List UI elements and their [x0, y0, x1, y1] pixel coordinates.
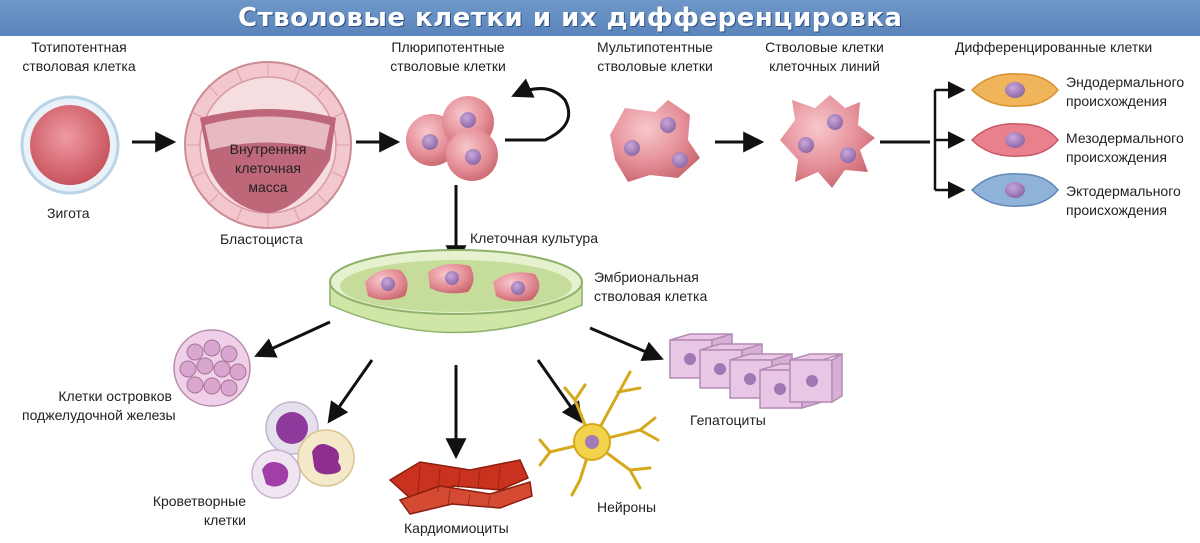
hepatocytes-label: Гепатоциты	[690, 411, 766, 430]
ectoderm-label: Эктодермального происхождения	[1066, 182, 1181, 220]
zygote-label: Зигота	[47, 204, 90, 223]
hepatocytes	[670, 334, 842, 408]
pancreatic-islet-cells	[174, 330, 250, 406]
cell-lines-label-line2: клеточных линий	[757, 57, 892, 76]
self-renewal-arrow	[505, 89, 569, 140]
multipotent-cells	[610, 100, 700, 182]
petri-dish	[330, 250, 582, 333]
blood-cells-label-line1: Кроветворные	[146, 492, 246, 511]
cell-lines-label: Стволовые клетки клеточных линий	[757, 38, 892, 76]
zygote-cell	[22, 97, 118, 193]
pluripotent-cells	[406, 96, 498, 181]
totipotent-label: Тотипотентная стволовая клетка	[14, 38, 144, 76]
inner-cell-mass-label: Внутренняя клеточная масса	[218, 140, 318, 197]
pluripotent-label: Плюрипотентные стволовые клетки	[383, 38, 513, 76]
endoderm-label-line1: Эндодермального	[1066, 73, 1184, 92]
ectoderm-cell	[972, 174, 1058, 206]
mesoderm-label-line1: Мезодермального	[1066, 129, 1184, 148]
differentiated-label: Дифференцированные клетки	[955, 38, 1152, 57]
endoderm-label-line2: происхождения	[1066, 92, 1184, 111]
esc-label-line1: Эмбриональная	[594, 268, 707, 287]
ectoderm-label-line2: происхождения	[1066, 201, 1181, 220]
mesoderm-cell	[972, 124, 1058, 156]
esc-label: Эмбриональная стволовая клетка	[594, 268, 707, 306]
cell-culture-label: Клеточная культура	[470, 229, 598, 248]
pluripotent-label-line1: Плюрипотентные	[383, 38, 513, 57]
blood-cells	[252, 402, 354, 498]
cardiomyocytes	[390, 460, 532, 514]
totipotent-label-line2: стволовая клетка	[14, 57, 144, 76]
islets-label-line1: Клетки островков	[22, 387, 172, 406]
multipotent-label-line1: Мультипотентные	[590, 38, 720, 57]
blastocyst-label: Бластоциста	[220, 230, 303, 249]
endoderm-cell	[972, 74, 1058, 106]
multipotent-label: Мультипотентные стволовые клетки	[590, 38, 720, 76]
multipotent-label-line2: стволовые клетки	[590, 57, 720, 76]
blood-cells-label: Кроветворные клетки	[146, 492, 246, 530]
islets-label: Клетки островков поджелудочной железы	[22, 387, 172, 425]
icm-line1: Внутренняя	[218, 140, 318, 159]
icm-line2: клеточная	[218, 159, 318, 178]
endoderm-label: Эндодермального происхождения	[1066, 73, 1184, 111]
ectoderm-label-line1: Эктодермального	[1066, 182, 1181, 201]
esc-label-line2: стволовая клетка	[594, 287, 707, 306]
pluripotent-label-line2: стволовые клетки	[383, 57, 513, 76]
totipotent-label-line1: Тотипотентная	[14, 38, 144, 57]
mesoderm-label-line2: происхождения	[1066, 148, 1184, 167]
icm-line3: масса	[218, 178, 318, 197]
differentiation-bracket	[935, 90, 962, 190]
cell-line-stem-cells	[780, 95, 875, 188]
blood-cells-label-line2: клетки	[146, 511, 246, 530]
cardiomyocytes-label: Кардиомиоциты	[404, 519, 509, 538]
neurons-label: Нейроны	[597, 498, 656, 517]
islets-label-line2: поджелудочной железы	[22, 406, 172, 425]
cell-lines-label-line1: Стволовые клетки	[757, 38, 892, 57]
mesoderm-label: Мезодермального происхождения	[1066, 129, 1184, 167]
